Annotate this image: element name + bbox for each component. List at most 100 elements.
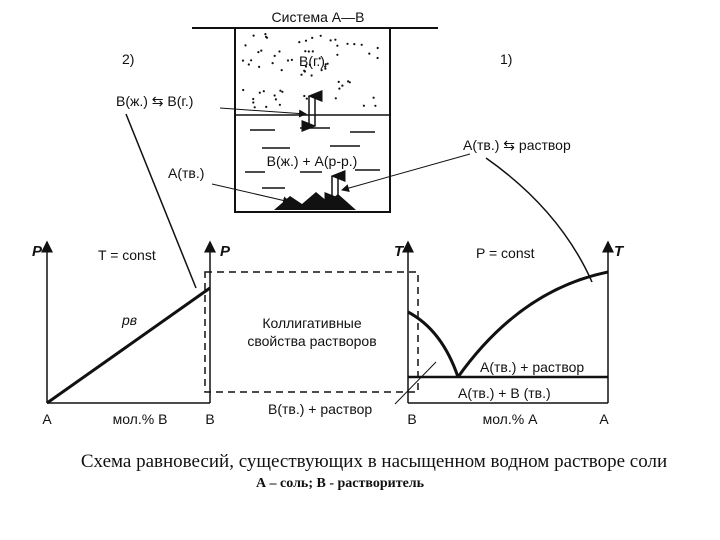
- gas-particle: [318, 57, 321, 60]
- gas-particle: [376, 56, 379, 60]
- gas-particle: [311, 36, 314, 40]
- gas-particle: [337, 80, 340, 83]
- gas-dots: [241, 33, 379, 109]
- left-equilibrium-pointer: [219, 107, 307, 118]
- gas-particle: [300, 73, 303, 76]
- gas-particle: [305, 97, 308, 100]
- gas-particle: [258, 65, 261, 68]
- gas-particle: [260, 49, 263, 52]
- left-number: 2): [122, 51, 134, 67]
- vessel: Система А—В В(г.) В(ж.) + А(р-р.): [192, 9, 438, 213]
- gas-particle: [346, 42, 349, 45]
- left-x-mid: мол.% В: [113, 411, 168, 427]
- gas-particle: [317, 94, 320, 97]
- gas-particle: [290, 58, 293, 62]
- right-condition: P = const: [476, 245, 535, 261]
- gas-particle: [252, 101, 255, 104]
- liquid-label: В(ж.) + А(р-р.): [267, 153, 358, 169]
- gas-particle: [307, 50, 310, 53]
- gas-particle: [374, 104, 377, 107]
- gas-particle: [304, 65, 308, 68]
- gas-particle: [278, 50, 281, 53]
- gas-particle: [247, 63, 250, 66]
- gas-particle: [372, 96, 375, 99]
- solid-pointer: [211, 183, 291, 205]
- gas-particle: [298, 41, 301, 44]
- colligative-box: Коллигативные свойства растворов: [204, 271, 419, 393]
- box-line-1: Коллигативные: [262, 315, 362, 331]
- gas-particle: [274, 98, 277, 101]
- gas-particle: [347, 80, 350, 83]
- gas-particle: [279, 89, 282, 92]
- gas-particle: [252, 34, 255, 37]
- gas-particle: [324, 67, 327, 70]
- gas-particle: [368, 52, 371, 55]
- gas-particle: [258, 91, 261, 94]
- gas-particle: [319, 34, 322, 37]
- left-x-end: В: [205, 411, 214, 427]
- gas-particle: [286, 59, 290, 62]
- freezing-curve: [407, 310, 460, 378]
- gas-particle: [262, 90, 265, 93]
- right-number: 1): [500, 51, 512, 67]
- gas-particle: [336, 53, 339, 56]
- gas-particle: [320, 69, 323, 72]
- left-equilibrium-label: В(ж.) ⇆ В(г.): [116, 93, 193, 109]
- left-diagram: P P T = const pв А мол.% В В: [32, 240, 231, 427]
- vessel-walls: [234, 28, 391, 213]
- gas-particle: [244, 44, 247, 47]
- gas-particle: [334, 97, 337, 100]
- gas-particle: [324, 65, 327, 68]
- gas-particle: [329, 39, 332, 42]
- connector-left: [125, 113, 197, 289]
- gas-particle: [336, 44, 339, 47]
- right-x-end: А: [599, 411, 609, 427]
- subcaption: А – соль; В - растворитель: [256, 476, 425, 491]
- gas-particle: [264, 33, 267, 36]
- gas-particle: [253, 106, 256, 109]
- gas-particle: [278, 103, 281, 106]
- gas-particle: [308, 63, 311, 66]
- gas-particle: [250, 59, 253, 62]
- gas-particle: [264, 35, 268, 38]
- gas-particle: [310, 74, 313, 77]
- gas-particle: [338, 87, 341, 90]
- right-y-label-left: T: [394, 243, 405, 260]
- gas-particle: [341, 84, 344, 87]
- gas-particle: [265, 105, 268, 108]
- system-title: Система А—В: [272, 9, 365, 25]
- solubility-curve: [456, 270, 609, 378]
- left-condition: T = const: [98, 247, 156, 263]
- caption: Схема равновесий, существующих в насыщен…: [81, 451, 667, 472]
- gas-particle: [257, 51, 260, 54]
- gas-particle: [353, 43, 356, 46]
- gas-particle: [376, 46, 379, 50]
- right-x-mid: мол.% А: [483, 411, 539, 427]
- solid-label: А(тв.): [168, 165, 204, 181]
- gas-particle: [304, 50, 307, 53]
- gas-label: В(г.): [299, 53, 325, 69]
- gas-particle: [304, 39, 308, 42]
- gas-particle: [326, 62, 329, 65]
- left-y-label-right: P: [220, 243, 231, 260]
- gas-particle: [273, 94, 276, 97]
- vapor-pressure-line: [46, 286, 211, 405]
- gas-particle: [280, 69, 283, 72]
- gas-particle: [303, 94, 306, 98]
- gas-particle: [303, 69, 306, 72]
- region-b-label: В(тв.) + раствор: [268, 401, 372, 417]
- gas-particle: [362, 104, 365, 107]
- left-x-start: А: [42, 411, 52, 427]
- vapor-pressure-label: pв: [121, 312, 137, 328]
- right-y-label-right: T: [614, 243, 625, 260]
- gas-particle: [281, 90, 284, 93]
- box-line-2: свойства растворов: [247, 333, 376, 349]
- gas-particle: [360, 43, 363, 46]
- right-x-start: В: [407, 411, 416, 427]
- region-b-pointer: [394, 361, 437, 405]
- connector-right: [485, 157, 593, 283]
- gas-particle: [241, 59, 245, 62]
- right-equilibrium-label: А(тв.) ⇆ раствор: [463, 137, 571, 153]
- gas-particle: [273, 54, 276, 58]
